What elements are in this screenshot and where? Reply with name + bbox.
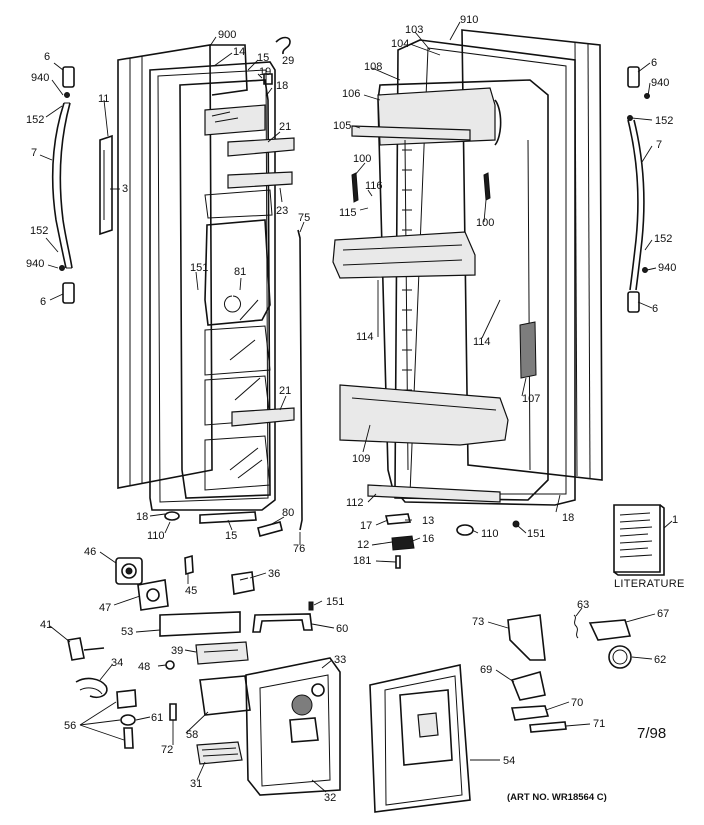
label-12: 12 [357, 539, 369, 551]
dispenser-parts [67, 554, 341, 796]
art-number: (ART NO. WR18564 C) [507, 792, 607, 803]
literature-booklet [613, 504, 665, 576]
label-112: 112 [346, 497, 364, 509]
label-6: 6 [44, 51, 50, 63]
label-73: 73 [472, 616, 484, 628]
label-15: 15 [225, 530, 237, 542]
label-109: 109 [352, 453, 370, 465]
left-handle-assembly [51, 66, 75, 304]
label-114: 114 [473, 336, 491, 348]
label-69: 69 [480, 664, 492, 676]
label-60: 60 [336, 623, 348, 635]
label-67: 67 [657, 608, 669, 620]
label-152: 152 [655, 115, 673, 127]
label-21: 21 [279, 385, 291, 397]
label-152: 152 [26, 114, 44, 126]
label-18: 18 [136, 511, 148, 523]
label-13: 13 [422, 515, 434, 527]
label-23: 23 [276, 205, 288, 217]
label-61: 61 [151, 712, 163, 724]
label-70: 70 [571, 697, 583, 709]
label-181: 181 [353, 555, 371, 567]
label-29: 29 [282, 55, 294, 67]
label-152: 152 [30, 225, 48, 237]
label-18: 18 [276, 80, 288, 92]
label-100: 100 [353, 153, 371, 165]
label-71: 71 [593, 718, 605, 730]
label-900: 900 [218, 29, 236, 41]
label-33: 33 [334, 654, 346, 666]
label-940: 940 [26, 258, 44, 270]
label-45: 45 [185, 585, 197, 597]
label-103: 103 [405, 24, 423, 36]
label-32: 32 [324, 792, 336, 804]
label-7: 7 [31, 147, 37, 159]
label-105: 105 [333, 120, 351, 132]
label-151: 151 [326, 596, 344, 608]
part-number-labels: 900 14 15 29 19 18 21 23 75 151 81 21 18… [26, 14, 685, 804]
label-15: 15 [257, 52, 269, 64]
label-6: 6 [651, 57, 657, 69]
label-11: 11 [98, 93, 109, 105]
label-1: 1 [672, 514, 678, 526]
label-75: 75 [298, 212, 310, 224]
label-3: 3 [122, 183, 128, 195]
label-116: 116 [365, 180, 383, 192]
label-110: 110 [147, 530, 165, 542]
freezer-door [99, 36, 303, 537]
label-56: 56 [64, 720, 76, 732]
label-17: 17 [360, 520, 372, 532]
fresh-food-door [332, 29, 603, 569]
label-910: 910 [460, 14, 478, 26]
leader-lines [39, 21, 673, 793]
label-151: 151 [527, 528, 545, 540]
label-100: 100 [476, 217, 494, 229]
label-18: 18 [562, 512, 574, 524]
label-19: 19 [259, 66, 271, 78]
label-41: 41 [40, 619, 52, 631]
label-104: 104 [391, 38, 409, 50]
label-115: 115 [339, 207, 357, 219]
label-48: 48 [138, 661, 150, 673]
literature-label: LITERATURE [614, 578, 685, 590]
label-39: 39 [171, 645, 183, 657]
label-63: 63 [577, 599, 589, 611]
label-81: 81 [234, 266, 246, 278]
label-53: 53 [121, 626, 133, 638]
label-114: 114 [356, 331, 374, 343]
dispenser-cover-parts [369, 614, 632, 813]
label-940: 940 [651, 77, 669, 89]
label-7: 7 [656, 139, 662, 151]
label-47: 47 [99, 602, 111, 614]
label-72: 72 [161, 744, 173, 756]
label-106: 106 [342, 88, 360, 100]
label-80: 80 [282, 507, 294, 519]
label-31: 31 [190, 778, 202, 790]
label-152: 152 [654, 233, 672, 245]
label-62: 62 [654, 654, 666, 666]
label-151: 151 [190, 262, 208, 274]
label-6: 6 [652, 303, 658, 315]
label-34: 34 [111, 657, 123, 669]
label-107: 107 [522, 393, 540, 405]
label-21: 21 [279, 121, 291, 133]
label-16: 16 [422, 533, 434, 545]
label-14: 14 [233, 46, 245, 58]
label-940: 940 [658, 262, 676, 274]
right-handle-assembly [627, 66, 650, 313]
label-6: 6 [40, 296, 46, 308]
label-76: 76 [293, 543, 305, 555]
label-940: 940 [31, 72, 49, 84]
label-36: 36 [268, 568, 280, 580]
label-46: 46 [84, 546, 96, 558]
label-58: 58 [186, 729, 198, 741]
label-110: 110 [481, 528, 499, 540]
label-54: 54 [503, 755, 515, 767]
date-code: 7/98 [637, 725, 666, 742]
label-108: 108 [364, 61, 382, 73]
